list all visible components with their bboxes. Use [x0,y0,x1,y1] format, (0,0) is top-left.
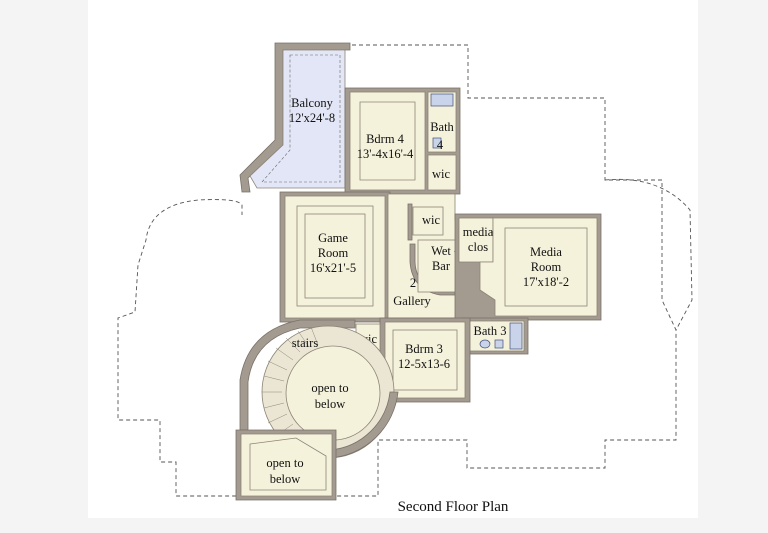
bath-3: Bath 3 [461,317,529,355]
open-below-2-line1: open to [266,456,303,470]
bedroom-4: Bdrm 4 13'-4x16'-4 Bath 4 wic [344,87,461,195]
bath4-number: 4 [437,138,444,152]
bdrm4-size: 13'-4x16'-4 [357,147,414,161]
bathtub-icon-2 [509,322,523,350]
media-room: media clos Media Room 17'x18'-2 [454,213,602,321]
toilet-icon [432,137,442,149]
wic-mid-label: wic [422,213,441,227]
toilet-icon-2 [479,339,491,349]
plan-title: Second Floor Plan [398,499,509,515]
open-below-1-line1: open to [311,381,348,395]
game-room-size: 16'x21'-5 [310,261,356,275]
gallery-label: Gallery [393,294,431,308]
media-clos-label-2: clos [468,240,488,254]
bath3-label: Bath 3 [474,324,507,338]
balcony-floor [249,49,346,189]
exterior-outline [117,44,677,497]
bathtub-icon [430,93,454,107]
game-room: Game Room 16'x21'-5 [279,191,391,323]
balcony: Balcony 12'x24'-8 [239,42,351,193]
sink-icon-2 [494,339,504,349]
stairs-label: stairs [292,336,319,350]
bdrm3-label: Bdrm 3 [405,342,443,356]
bdrm4-label: Bdrm 4 [366,132,405,146]
exterior-outline-right [604,178,693,331]
media-room-size: 17'x18'-2 [523,275,569,289]
wet-bar-label-2: Bar [432,259,451,273]
bdrm3-size: 12-5x13-6 [398,357,450,371]
media-room-label-1: Media [530,245,562,259]
game-room-label-1: Game [318,231,348,245]
media-clos-label-1: media [463,225,494,239]
balcony-label: Balcony [291,96,333,110]
game-room-label-2: Room [318,246,349,260]
open-below-2-line2: below [270,472,301,486]
wet-bar-label-1: Wet [431,244,451,258]
foyer-open-below: open to below [235,429,337,501]
wic-top-label: wic [432,167,451,181]
media-room-label-2: Room [531,260,562,274]
wet-bar-number: 2 [410,276,416,290]
bath4-label: Bath [430,120,454,134]
balcony-size: 12'x24'-8 [289,111,335,125]
stair-rotunda: stairs open to below [239,319,399,459]
open-below-1-line2: below [315,397,346,411]
